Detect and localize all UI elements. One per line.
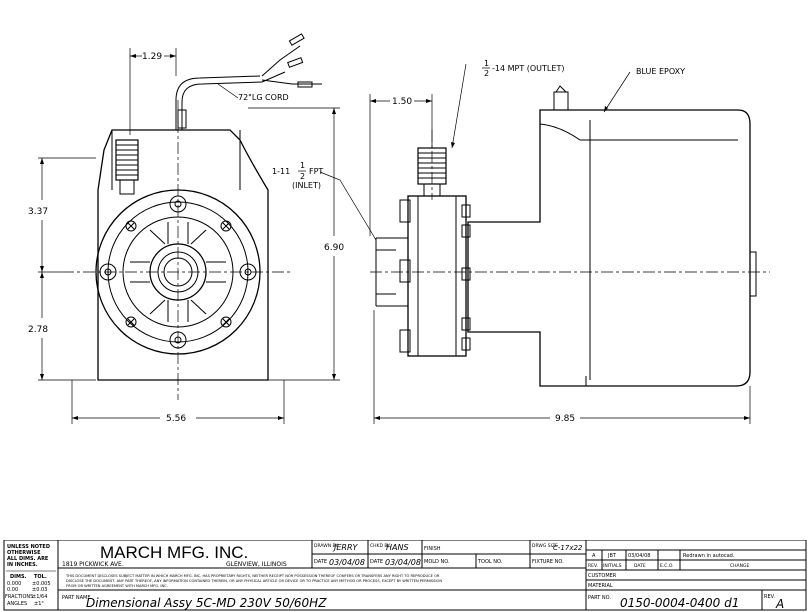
- part-no-label: PART NO.: [588, 595, 611, 601]
- inlet-size-label: 1-11: [272, 167, 290, 176]
- dim-cord-length: 72"LG CORD: [238, 93, 289, 102]
- tool-label: TOOL NO.: [477, 559, 503, 565]
- rev-header-initials: INITIALS: [603, 563, 622, 569]
- inlet-thread-label: FPT: [309, 167, 323, 176]
- pump-drawing: 1.29 72"LG CORD 3.37 2.78 6.90 5.56 1.50…: [28, 33, 770, 424]
- tol-row-3-dim: FRACTIONS: [5, 594, 33, 600]
- rev-header-rev: REV.: [588, 563, 598, 569]
- rev-value: A: [775, 597, 784, 611]
- front-dimensions: [38, 48, 340, 424]
- drawn-by-label: DRAWN BY: [314, 543, 338, 549]
- tol-row-2-tol: ±0.03: [32, 587, 47, 593]
- tol-row-1-tol: ±0.005: [32, 581, 51, 587]
- tol-row-2-dim: 0.00: [7, 587, 18, 593]
- rev-header-eco: E.C.O.: [660, 563, 674, 569]
- company-city: GLENVIEW, ILLINOIS: [226, 561, 287, 568]
- proprietary-line-2: DISCLOSE THE DOCUMENT, ANY PART THEREOF,…: [66, 579, 442, 583]
- customer-label: CUSTOMER: [588, 573, 617, 579]
- drawn-date-label: DATE: [314, 559, 327, 565]
- dim-overall-length: 9.85: [555, 414, 575, 424]
- chkd-by-label: CHKD BY: [370, 543, 390, 549]
- dim-overall-height: 6.90: [324, 243, 344, 253]
- drawn-by: JERRY: [332, 543, 359, 552]
- side-dimensions: [319, 63, 751, 424]
- dim-front-width: 5.56: [166, 414, 186, 424]
- rev-row-change: Redrawn in autocad.: [683, 553, 735, 559]
- proprietary-line-1: THIS DOCUMENT DISCLOSES SUBJECT MATTER I…: [65, 574, 440, 578]
- outlet-fraction-top: 1: [484, 59, 489, 68]
- chkd-date: 03/04/08: [385, 558, 421, 567]
- tol-row-3-tol: ±1/64: [32, 594, 47, 600]
- company-name: MARCH MFG. INC.: [100, 543, 248, 562]
- proprietary-line-3: FROM OR WRITTEN AGREEMENT WITH MARCH MFG…: [66, 584, 168, 588]
- front-view: [62, 33, 322, 400]
- title-block: UNLESS NOTED OTHERWISE ALL DIMS. ARE IN …: [3, 540, 807, 611]
- tol-row-1-dim: 0.000: [7, 581, 21, 587]
- tol-note-1: UNLESS NOTED: [7, 544, 50, 550]
- rev-header-change: CHANGE: [730, 563, 749, 569]
- material-label: MATERIAL: [588, 583, 613, 589]
- dim-lower-height: 2.78: [28, 325, 48, 335]
- mold-label: MOLD NO.: [424, 559, 450, 565]
- inlet-label: (INLET): [292, 181, 321, 190]
- dim-upper-height: 3.37: [28, 207, 48, 217]
- inlet-fraction-top: 1: [300, 161, 305, 170]
- drwg-size-label: DRWG SIZE: [532, 543, 558, 549]
- fixture-label: FIXTURE NO.: [532, 559, 564, 565]
- tol-header: TOL.: [34, 574, 47, 580]
- inlet-fraction-bottom: 2: [300, 172, 305, 181]
- outlet-label: -14 MPT (OUTLET): [492, 64, 564, 73]
- rev-label: REV.: [764, 594, 775, 600]
- part-name-label: PART NAME: [62, 595, 91, 601]
- epoxy-label: BLUE EPOXY: [636, 67, 685, 76]
- company-street: 1819 PICKWICK AVE.: [62, 561, 124, 568]
- dim-outlet-offset: 1.50: [392, 97, 412, 107]
- tol-note-4: IN INCHES.: [7, 562, 38, 568]
- chkd-by: HANS: [386, 543, 409, 552]
- part-name: Dimensional Assy 5C-MD 230V 50/60HZ: [86, 596, 327, 610]
- rev-row-date: 03/04/08: [628, 553, 650, 559]
- finish-label: FINISH: [424, 546, 441, 552]
- tol-note-3: ALL DIMS. ARE: [7, 556, 49, 562]
- chkd-date-label: DATE: [370, 559, 383, 565]
- tol-row-4-tol: ±1°: [34, 601, 44, 607]
- part-no: 0150-0004-0400 d1: [620, 596, 739, 610]
- dim-cord-offset: 1.29: [142, 52, 162, 62]
- drwg-size: C-17x22: [553, 544, 583, 552]
- outlet-fraction-bottom: 2: [484, 69, 489, 78]
- drawn-date: 03/04/08: [329, 558, 365, 567]
- rev-row-initials: JBT: [607, 553, 617, 559]
- tol-row-4-dim: ANGLES: [7, 601, 27, 607]
- side-view: [370, 85, 770, 387]
- dims-header: DIMS.: [10, 574, 27, 580]
- rev-header-date: DATE: [634, 563, 646, 569]
- rev-row-rev: A: [592, 553, 596, 559]
- tol-note-2: OTHERWISE: [7, 550, 41, 556]
